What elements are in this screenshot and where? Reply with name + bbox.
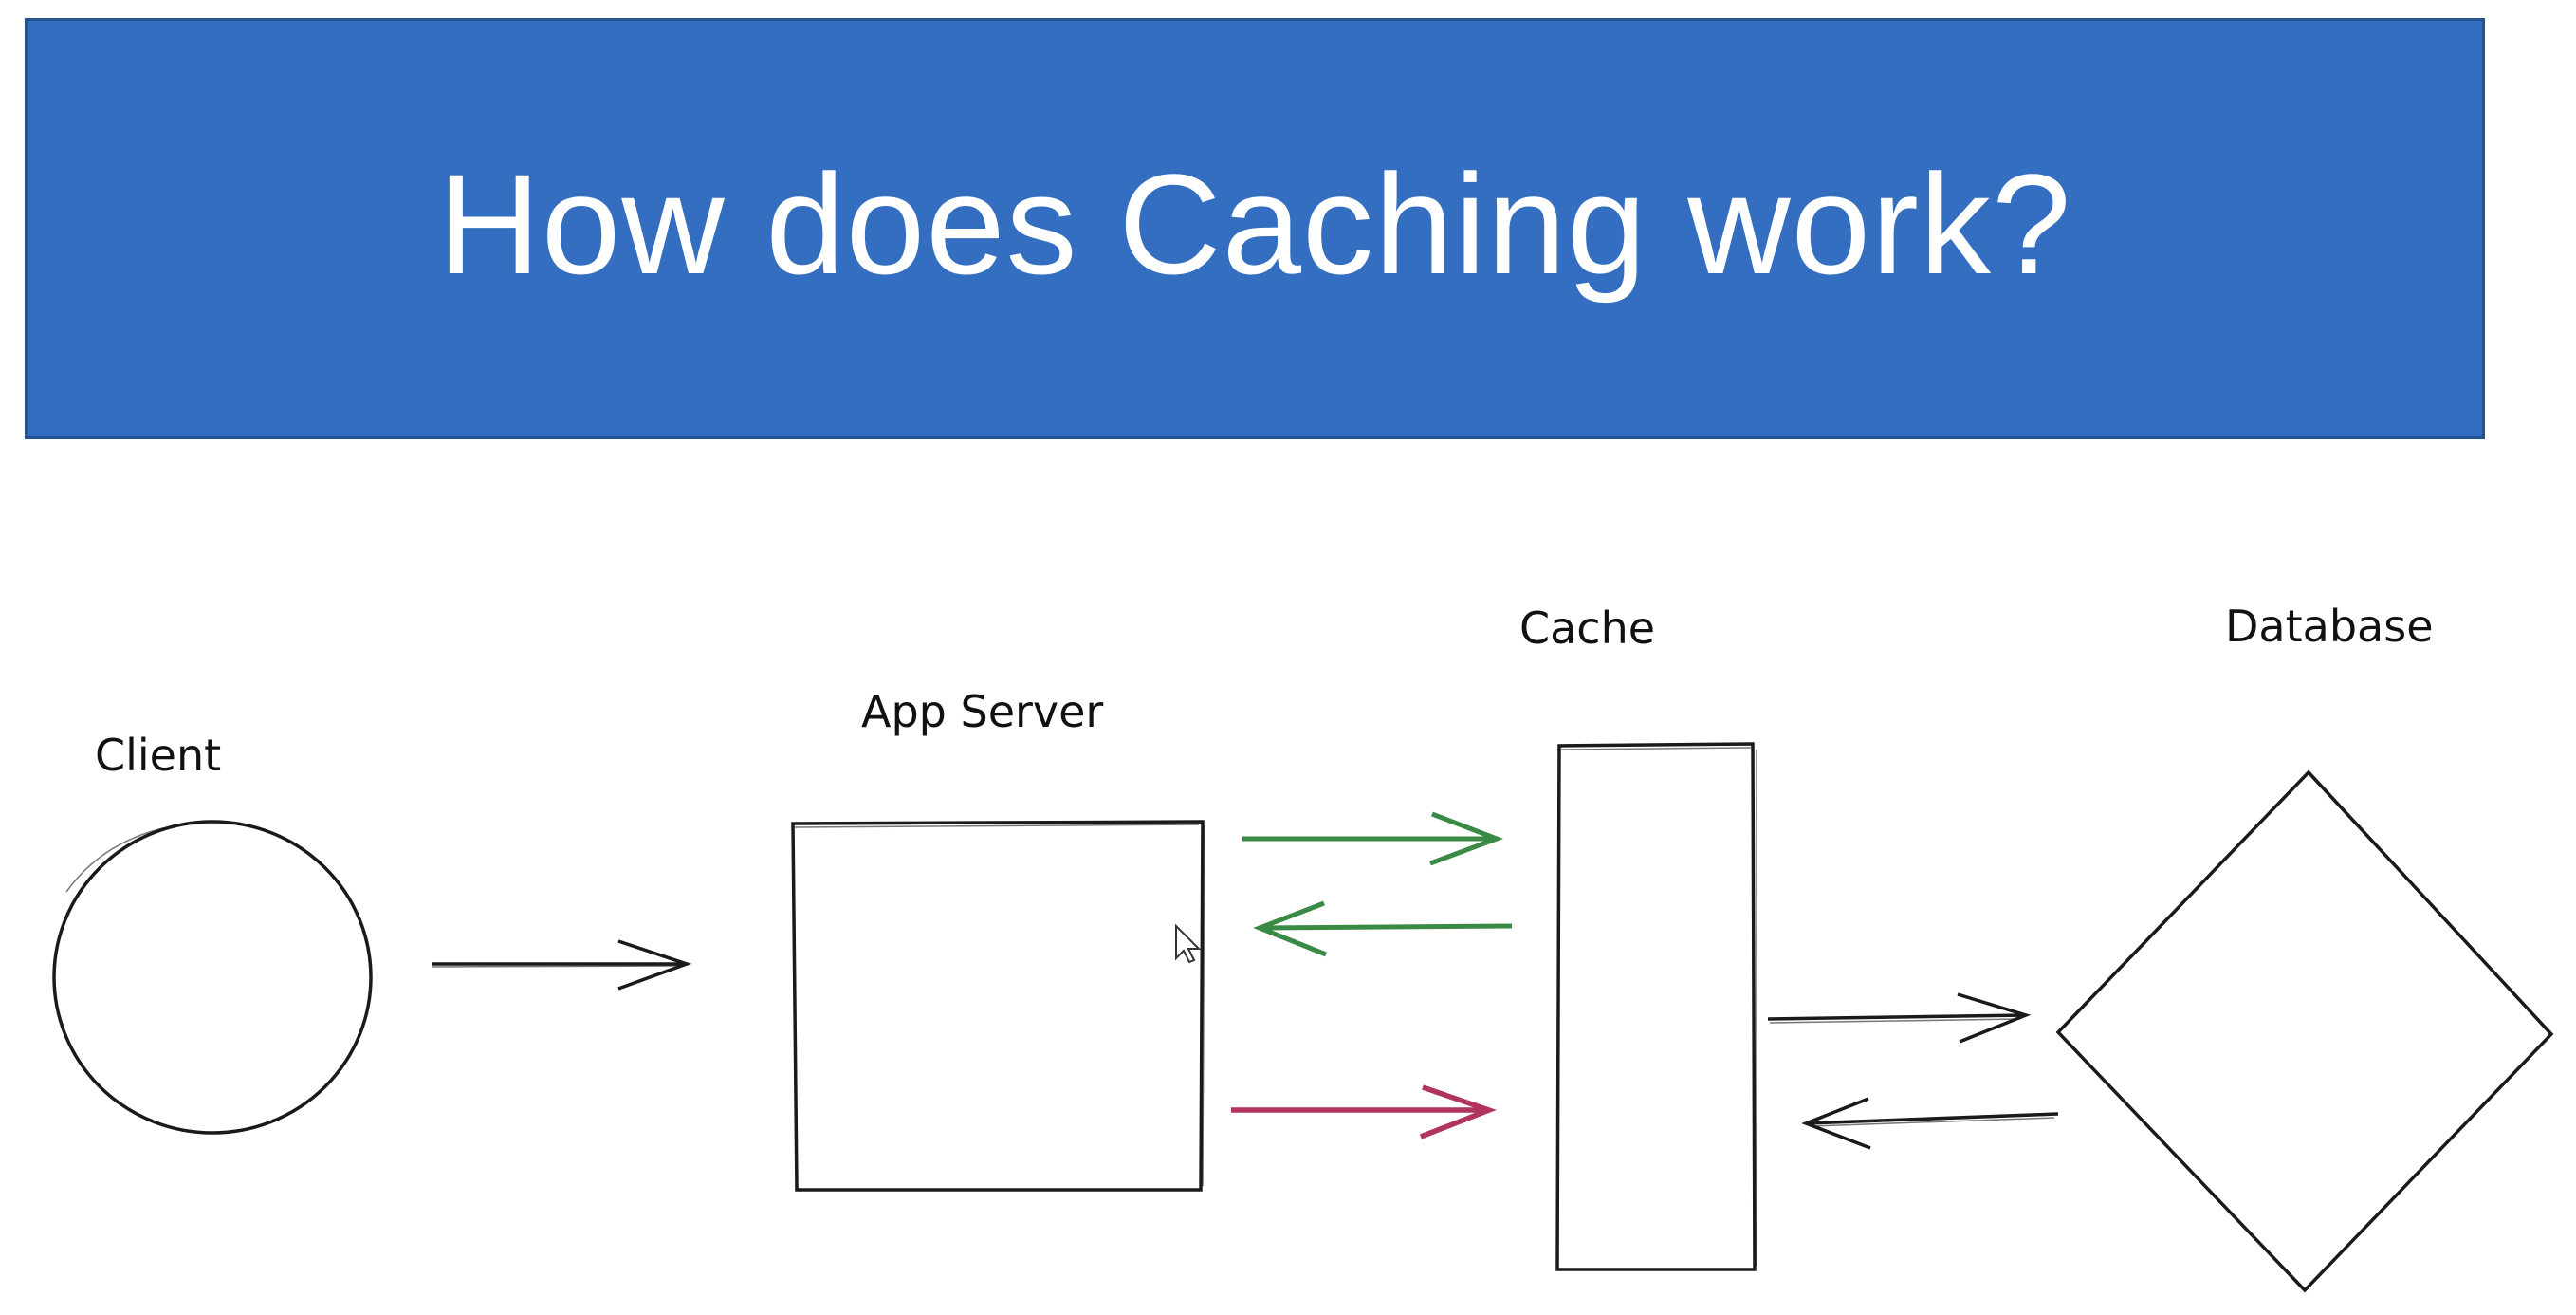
client-label: Client — [95, 730, 221, 781]
cache-label: Cache — [1519, 602, 1655, 654]
mouse-pointer-icon — [1175, 923, 1202, 964]
arrow-cache-to-database — [1767, 992, 2032, 1044]
title-banner: How does Caching work? — [25, 18, 2485, 439]
client-node[interactable] — [52, 820, 373, 1135]
arrow-client-to-app-server — [432, 939, 692, 991]
arrow-cache-to-app-server-green — [1253, 900, 1513, 957]
arrow-app-server-to-cache-green — [1242, 811, 1504, 866]
app-server-node[interactable] — [791, 820, 1205, 1192]
cache-node[interactable] — [1555, 742, 1757, 1271]
app-server-label: App Server — [861, 686, 1103, 737]
arrow-database-to-cache — [1801, 1097, 2059, 1150]
database-node[interactable] — [2055, 769, 2554, 1293]
database-label: Database — [2225, 601, 2434, 652]
page-title: How does Caching work? — [437, 143, 2072, 304]
arrow-app-server-to-cache-red — [1231, 1084, 1498, 1139]
